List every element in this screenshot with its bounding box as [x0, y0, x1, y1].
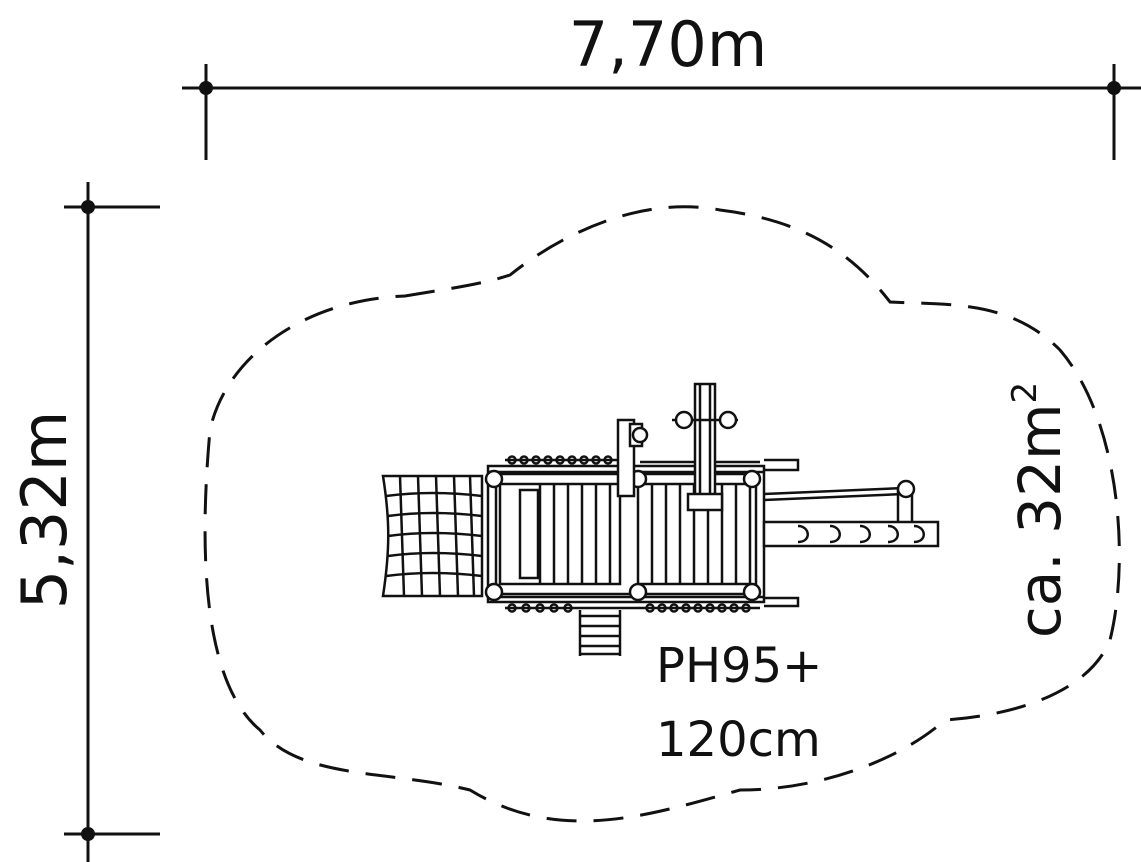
telescope — [672, 382, 738, 512]
safety-area-prefix: ca. 32m — [1006, 404, 1074, 639]
height-dimension — [64, 182, 160, 862]
side-brackets — [764, 458, 800, 608]
height-label: 5,32m — [8, 411, 81, 609]
playground-structure — [381, 382, 940, 656]
width-label: 7,70m — [569, 8, 767, 81]
width-dimension — [182, 64, 1141, 160]
climbing-net — [381, 474, 484, 598]
safety-area-label: ca. 32m2 — [1005, 382, 1074, 638]
bottom-bead-rail — [505, 603, 760, 613]
product-code: PH95+ — [656, 638, 822, 694]
platform-height: 120cm — [656, 712, 821, 768]
platform-left-deck — [498, 482, 622, 586]
safety-area-outline — [203, 205, 1121, 823]
slide — [762, 479, 940, 548]
ladder — [578, 610, 622, 656]
corner-posts — [484, 469, 762, 602]
top-bead-rail — [505, 455, 760, 465]
steering-panel — [616, 418, 649, 498]
safety-area-superscript: 2 — [1005, 382, 1045, 404]
